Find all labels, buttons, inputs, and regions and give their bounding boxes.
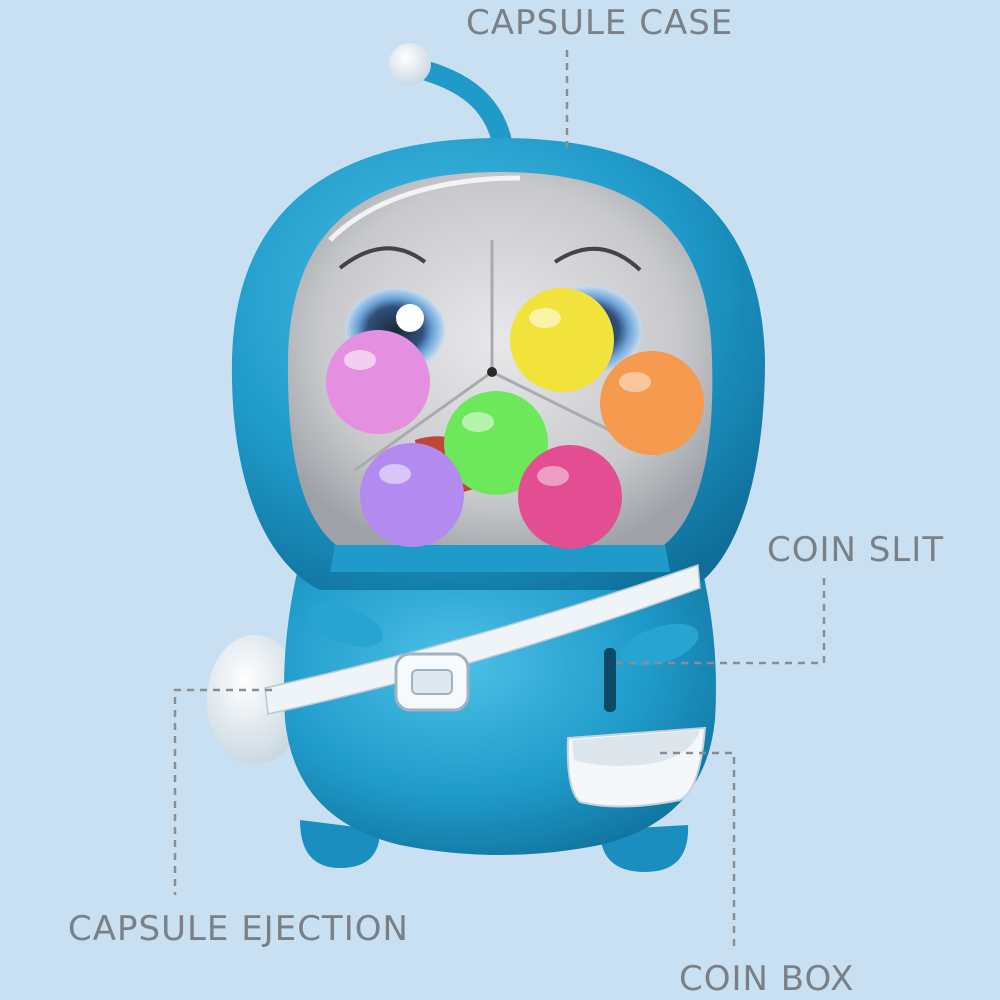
capsule-ejection-label: CAPSULE EJECTION: [68, 909, 409, 949]
leader-capsule-ejection: [173, 688, 272, 895]
magenta-capsule: [518, 445, 622, 549]
coin-slit-label: COIN SLIT: [767, 530, 945, 570]
leader-coin-slit: [614, 578, 826, 665]
antenna-ball: [389, 43, 431, 85]
purple-capsule: [360, 443, 464, 547]
coin-slit[interactable]: [604, 648, 616, 712]
yellow-capsule: [510, 288, 614, 392]
capsule-ejection-knob[interactable]: [207, 635, 303, 765]
left-arm: [306, 603, 384, 647]
capsules: [326, 288, 704, 549]
leader-lines: [173, 50, 826, 950]
pink-capsule: [326, 330, 430, 434]
capsule-case-label: CAPSULE CASE: [466, 3, 734, 43]
coin-box-label: COIN BOX: [679, 959, 855, 999]
orange-capsule: [600, 351, 704, 455]
left-foot: [300, 820, 380, 868]
right-arm: [621, 623, 699, 667]
